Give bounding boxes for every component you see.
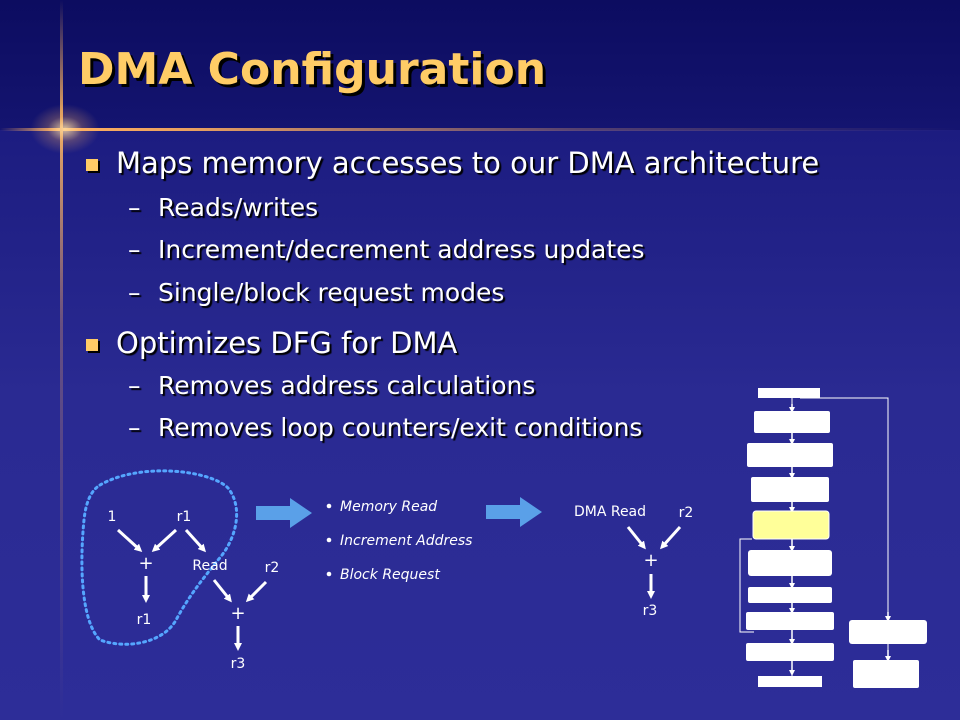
cdfg-block: [746, 643, 834, 661]
bullet-marker-icon: [86, 159, 98, 171]
sub-bullet: –Reads/writes: [128, 193, 319, 222]
output-r1: r1: [137, 612, 152, 628]
cdfg-block: [747, 443, 833, 467]
input-r2: r2: [679, 505, 694, 521]
opt-item: Memory Read: [340, 499, 437, 515]
transform-arrow-icon: [486, 497, 542, 527]
add-node: +: [138, 553, 153, 574]
output-r3: r3: [643, 603, 658, 619]
output-r3: r3: [231, 656, 246, 672]
cdfg-arrowheads: [789, 404, 891, 676]
opt-item: Increment Address: [340, 533, 472, 549]
sub-bullet: –Increment/decrement address updates: [128, 235, 645, 264]
edge: [116, 528, 143, 553]
opt-item: Block Request: [340, 567, 440, 583]
read-node: Read: [192, 558, 227, 574]
cdfg-block: [758, 676, 822, 687]
bullet-2: Optimizes DFG for DMA: [116, 326, 458, 360]
input-r1: r1: [177, 509, 192, 525]
cdfg-block: [758, 388, 820, 398]
sub-bullet: –Single/block request modes: [128, 278, 505, 307]
add-node: +: [643, 550, 658, 571]
edge: [659, 525, 682, 550]
cdfg-block: [751, 477, 829, 502]
title-band: [0, 0, 960, 130]
light-flare: [30, 104, 100, 154]
transform-arrow-icon: [256, 498, 312, 528]
cdfg-block: [849, 620, 927, 644]
list-bullet-icon: [326, 537, 332, 543]
list-bullet-icon: [326, 503, 332, 509]
bullet-marker-icon: [86, 339, 98, 351]
add-node-2: +: [230, 603, 245, 624]
list-bullet-icon: [326, 571, 332, 577]
cdfg-block: [748, 587, 832, 603]
input-1: 1: [108, 509, 117, 525]
cdfg-block: [754, 411, 830, 433]
cdfg-blocks: [746, 388, 927, 688]
cdfg-block: [853, 660, 919, 688]
edge: [245, 580, 268, 603]
cdfg-block-highlighted: [752, 510, 830, 540]
input-dma-read: DMA Read: [574, 504, 646, 520]
edge: [151, 528, 178, 553]
accent-rule-horizontal: [0, 128, 960, 131]
edge: [184, 528, 207, 553]
sub-bullet: –Removes address calculations: [128, 371, 536, 400]
cdfg-block: [748, 550, 832, 576]
bullet-1: Maps memory accesses to our DMA architec…: [116, 146, 820, 180]
input-r2: r2: [265, 560, 280, 576]
edge: [626, 526, 646, 550]
accent-rule-vertical: [60, 0, 63, 720]
slide-title: DMA Configuration: [78, 44, 547, 95]
sub-bullet: –Removes loop counters/exit conditions: [128, 413, 643, 442]
dma-region-boundary: [80, 469, 239, 646]
cdfg-block: [746, 612, 834, 630]
edge: [212, 579, 232, 603]
